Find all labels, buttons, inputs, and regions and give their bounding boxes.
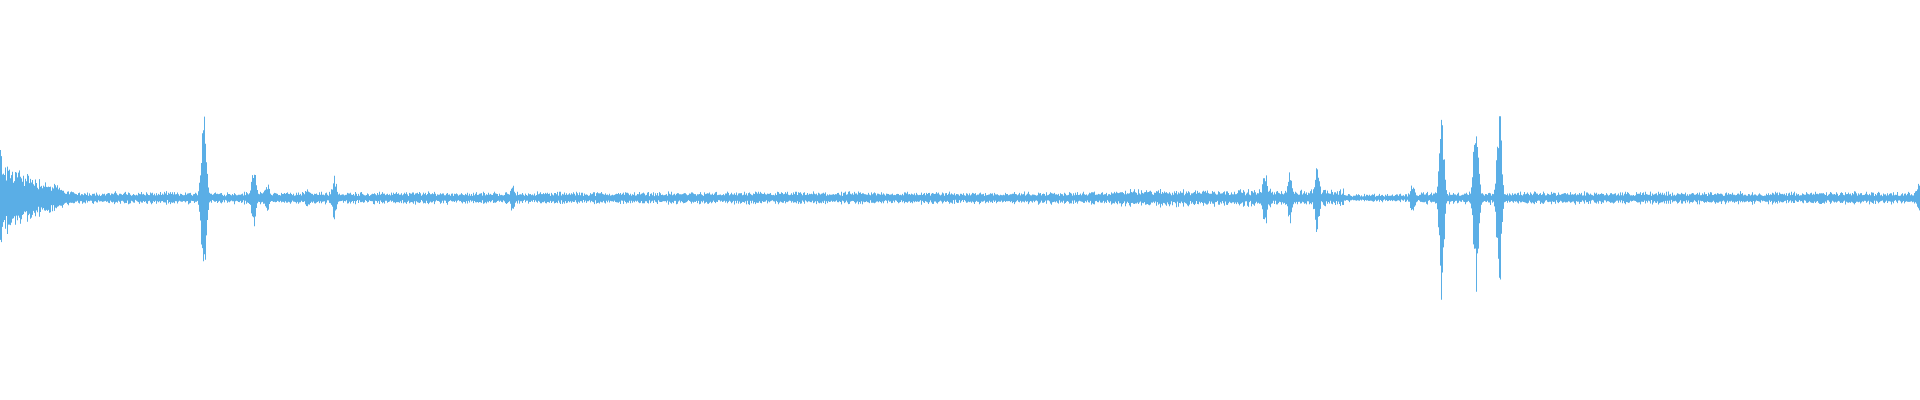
- waveform-samples: [0, 116, 1920, 300]
- waveform-path: [0, 116, 1920, 300]
